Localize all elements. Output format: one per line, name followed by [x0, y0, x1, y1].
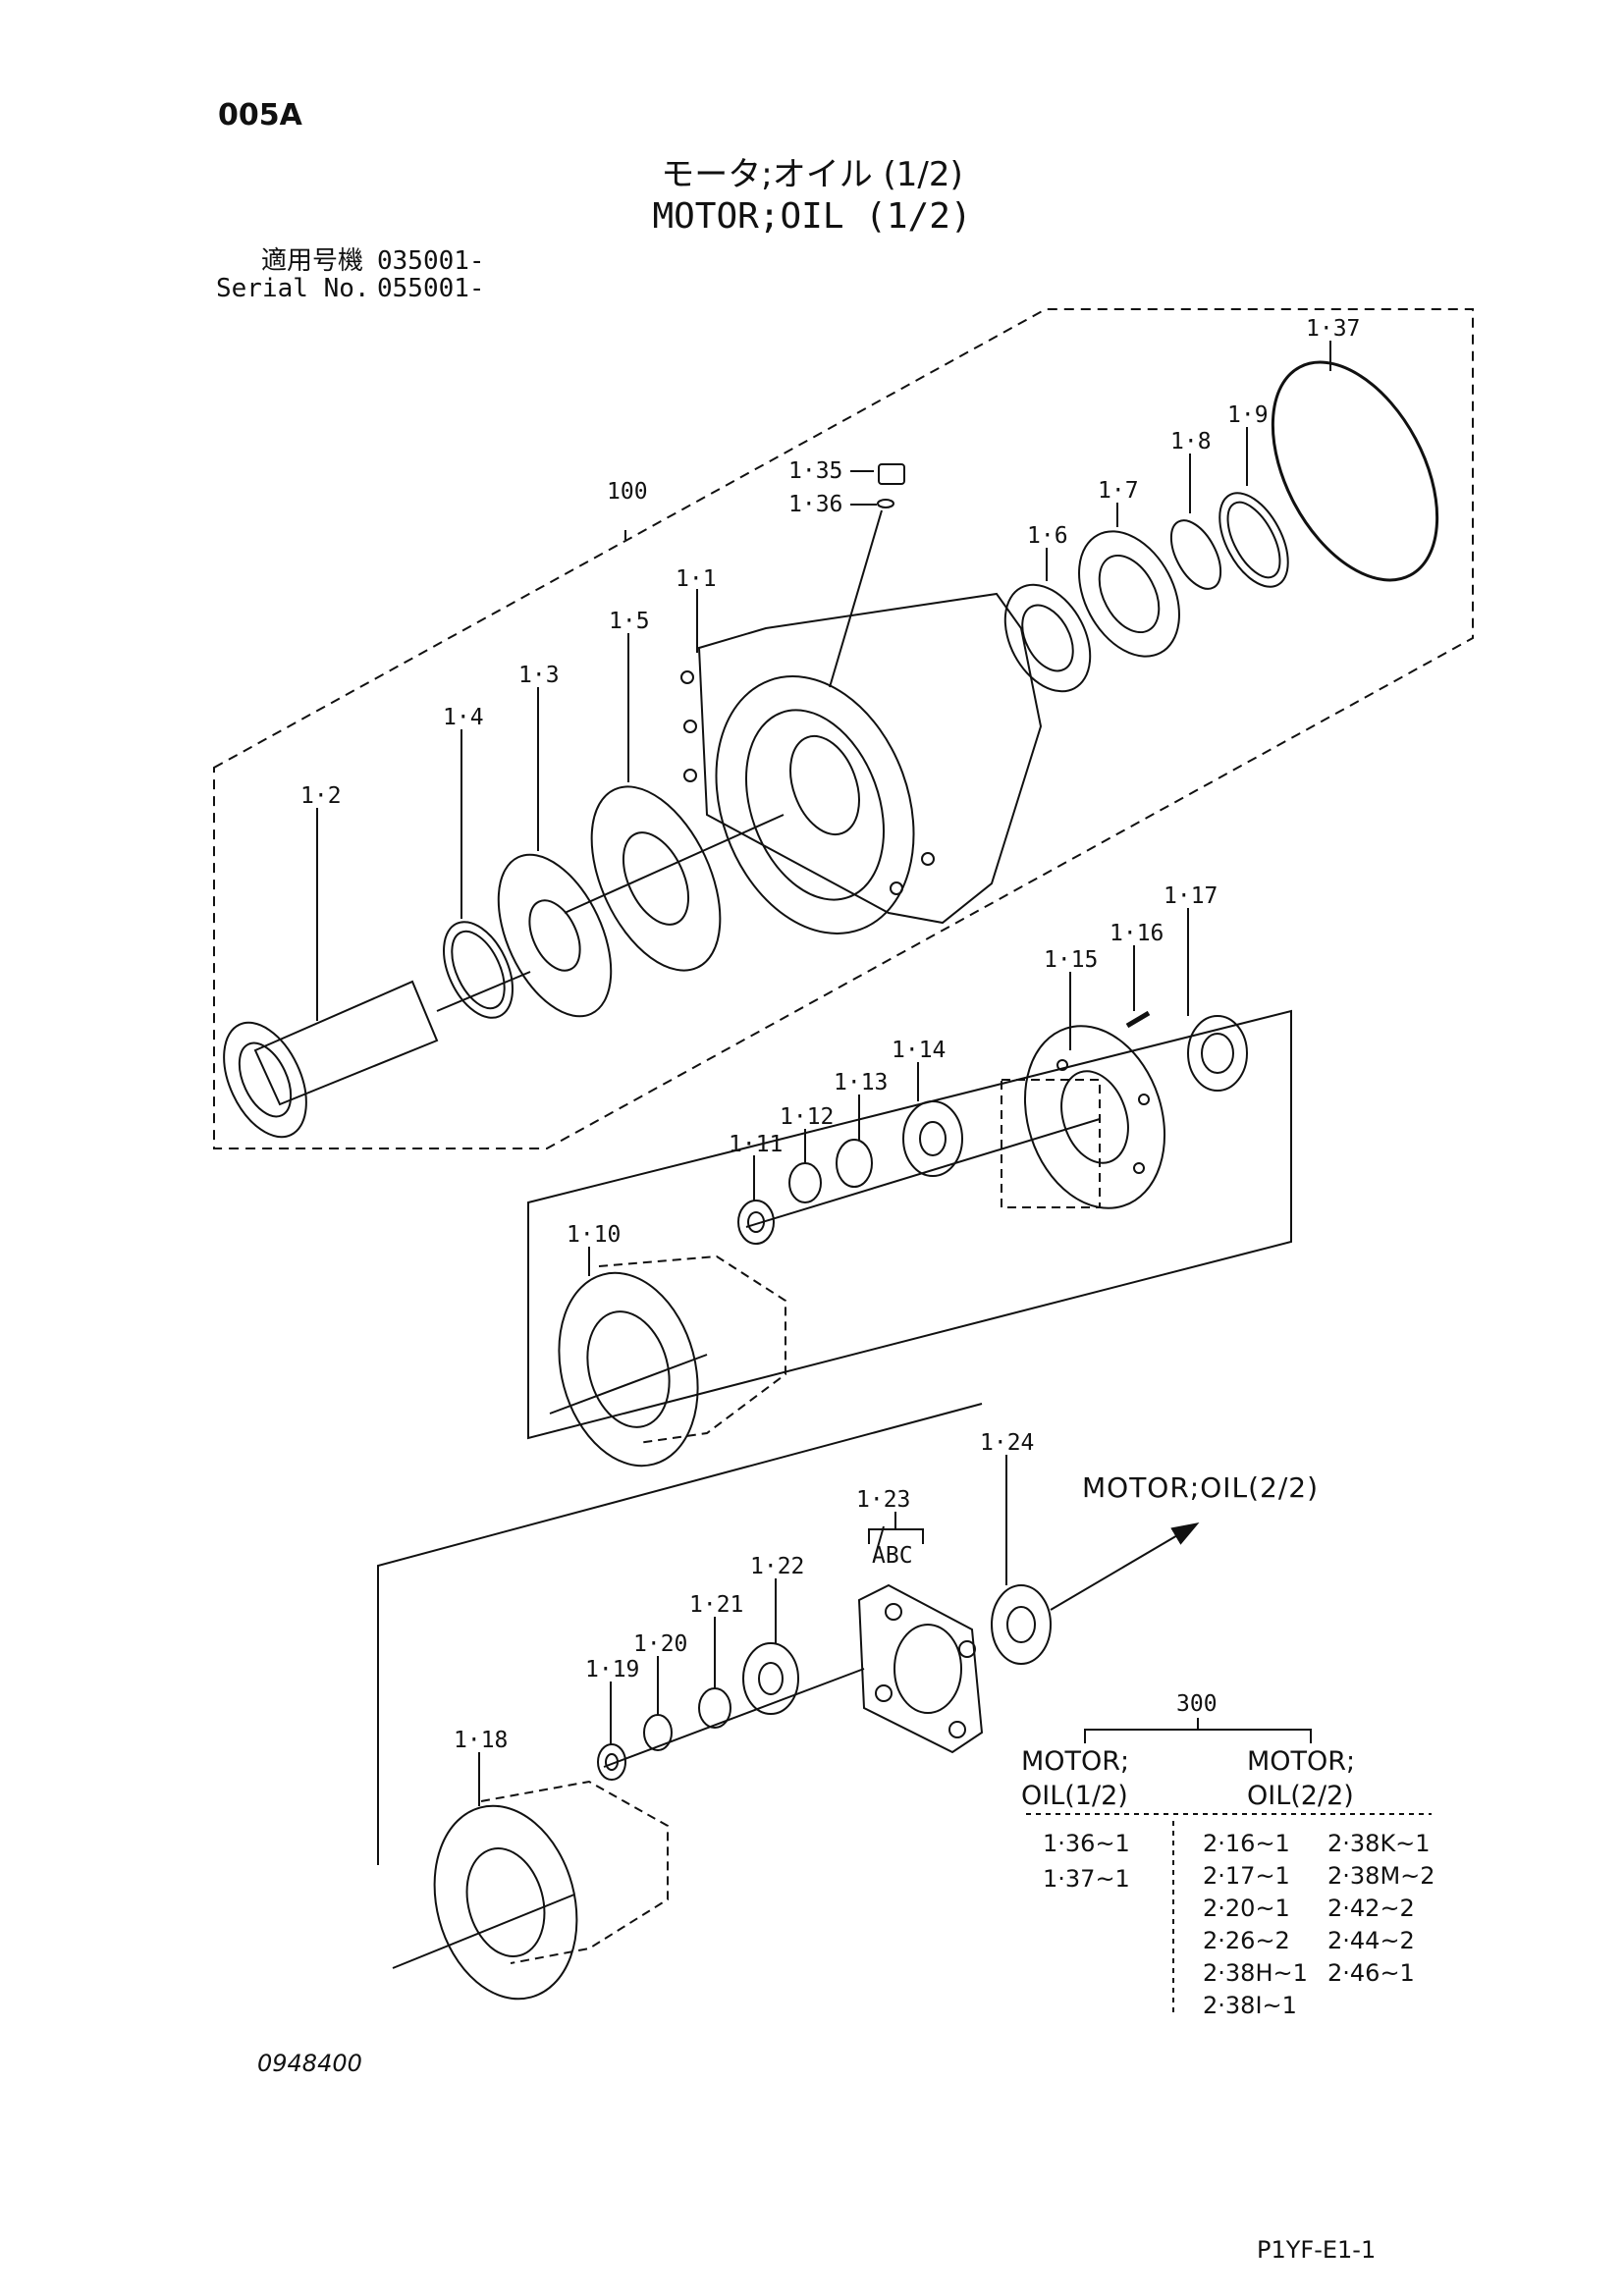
serial-row-en: Serial No.055001- [216, 275, 485, 302]
callout-1-5: 1·5 [609, 609, 650, 634]
page-code: P1YF-E1-1 [1257, 2236, 1377, 2264]
title-japanese: モータ;オイル (1/2) [661, 155, 963, 194]
callout-1-14: 1·14 [892, 1038, 946, 1063]
callout-1-24: 1·24 [980, 1430, 1034, 1456]
part-1-12-bushing [788, 1162, 822, 1203]
kit-right-item: 2·38H~1 [1203, 1959, 1308, 1987]
part-1-9-ring [1218, 492, 1289, 588]
part-1-16-screw [1125, 1010, 1151, 1029]
kit-right-item: 2·38I~1 [1203, 1992, 1297, 2019]
title-english: MOTOR;OIL (1/2) [652, 196, 972, 237]
callout-1-7: 1·7 [1098, 478, 1139, 504]
part-1-22-gear [742, 1642, 799, 1715]
kit-left-item: 1·37~1 [1043, 1865, 1130, 1893]
kit-left-title-1: MOTOR; [1021, 1746, 1129, 1777]
part-1-24-gear [991, 1584, 1052, 1665]
callout-1-3: 1·3 [518, 663, 560, 688]
kit-bracket [1084, 1729, 1312, 1743]
callout-1-18: 1·18 [454, 1728, 508, 1753]
part-1-19-washer [597, 1743, 626, 1781]
callout-1-17: 1·17 [1164, 883, 1218, 909]
callout-1-9: 1·9 [1227, 402, 1269, 428]
part-1-37-o-ring [1271, 360, 1439, 582]
part-1-14-gear [902, 1100, 963, 1177]
part-1-7-bearing [1078, 530, 1180, 658]
part-1-23-carrier [857, 1583, 984, 1754]
part-1-4-ring [443, 921, 514, 1019]
callout-1-6: 1·6 [1027, 523, 1068, 549]
serial-label-en: Serial No. [216, 274, 370, 303]
part-1-35-plug [878, 463, 905, 485]
callout-1-12: 1·12 [780, 1104, 834, 1130]
part-1-3-plate [497, 853, 613, 1018]
callout-1-19: 1·19 [585, 1657, 639, 1682]
callout-1-15: 1·15 [1044, 947, 1098, 973]
part-1-1-housing [564, 592, 1043, 934]
kit-right-item: 2·17~1 [1203, 1862, 1290, 1890]
callout-1-4: 1·4 [443, 705, 484, 730]
part-1-11-washer [737, 1200, 775, 1245]
kit-right-title-2: OIL(2/2) [1247, 1781, 1354, 1811]
part-1-8-snap-ring [1169, 519, 1222, 590]
kit-right-item: 2·38K~1 [1327, 1830, 1431, 1857]
callout-1-23: 1·23 [856, 1487, 910, 1513]
callout-1-37: 1·37 [1306, 316, 1360, 342]
callout-1-13: 1·13 [834, 1070, 888, 1095]
continuation-label: MOTOR;OIL(2/2) [1082, 1471, 1319, 1504]
serial-label-jp: 適用号機 [260, 246, 363, 276]
callout-1-8: 1·8 [1170, 429, 1212, 454]
part-1-36-o-ring [877, 499, 894, 508]
callout-1-36: 1·36 [788, 492, 842, 517]
kit-right-title-1: MOTOR; [1247, 1746, 1355, 1777]
part-1-20-bushing [643, 1714, 673, 1751]
kit-right-item: 2·26~2 [1203, 1927, 1290, 1954]
part-1-6-bearing [1003, 583, 1092, 693]
part-1-18-carrier [392, 1780, 669, 2001]
kit-300-table: 300 MOTOR; OIL(1/2) MOTOR; OIL(2/2) 1·36… [1021, 1691, 1435, 2019]
kit-right-item: 2·20~1 [1203, 1895, 1290, 1922]
callout-1-11: 1·11 [729, 1132, 783, 1157]
group-2-boundary [527, 1009, 1292, 1440]
part-1-5-plate [590, 785, 722, 972]
serial-value-en: 055001- [377, 274, 485, 303]
kit-right-item: 2·46~1 [1327, 1959, 1415, 1987]
callout-1-22: 1·22 [750, 1554, 804, 1579]
kit-right-item: 2·42~2 [1327, 1895, 1415, 1922]
callout-1-35: 1·35 [788, 458, 842, 484]
callout-1-20: 1·20 [633, 1631, 687, 1657]
part-1-17-gear [1187, 1015, 1248, 1092]
part-1-15-carrier [1001, 1025, 1166, 1209]
callout-1-10: 1·10 [567, 1222, 621, 1248]
group-100-boundary [213, 308, 1474, 1149]
callout-100: 100 [607, 479, 648, 505]
kit-right-item: 2·44~2 [1327, 1927, 1415, 1954]
kit-number: 300 [1176, 1691, 1218, 1717]
kit-right-item: 2·38M~2 [1327, 1862, 1435, 1890]
kit-left-item: 1·36~1 [1043, 1830, 1130, 1857]
part-1-13-needle-bearing [836, 1139, 873, 1188]
group-3-boundary [377, 1403, 983, 1865]
callout-1-16: 1·16 [1110, 921, 1164, 946]
part-1-10-carrier [549, 1255, 786, 1468]
serial-block: 適用号機 035001- Serial No.055001- [216, 247, 485, 302]
kit-right-item: 2·16~1 [1203, 1830, 1290, 1857]
callout-1-1: 1·1 [676, 566, 717, 592]
serial-row-jp: 適用号機 035001- [216, 247, 485, 275]
page-id: 005A [218, 98, 302, 133]
callout-1-2: 1·2 [300, 783, 342, 809]
callout-1-23-abc: ABC [872, 1543, 913, 1569]
serial-value-jp: 035001- [377, 246, 485, 276]
kit-left-title-2: OIL(1/2) [1021, 1781, 1128, 1811]
part-1-2-shaft [223, 971, 531, 1139]
drawing-number: 0948400 [257, 2050, 362, 2077]
callout-1-21: 1·21 [689, 1592, 743, 1618]
